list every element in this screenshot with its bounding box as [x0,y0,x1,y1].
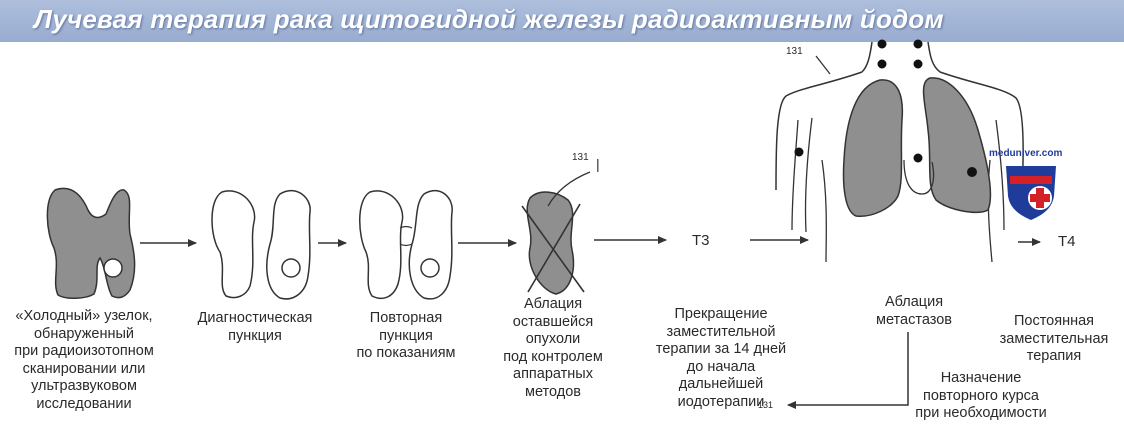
iodine-marker-footnote: 131 [758,400,774,410]
iodine-marker-ablation: 131 [572,152,589,163]
iodine-marker-body: 131 [786,46,803,57]
body-metastasis-figure [775,39,1024,263]
nodule-circle [281,258,301,278]
thyroid-repeat-puncture-figure [359,189,453,300]
step-label-ablation-remaining: Аблация оставшейся опухоли под контролем… [503,296,603,400]
thyroid-cold-nodule-figure [46,187,136,299]
feedback-line [787,332,909,409]
title-banner: Лучевая терапия рака щитовидной железы р… [0,0,1124,42]
step-label-permanent-replacement: Постоянная заместительная терапия [999,313,1109,364]
step-label-repeat-puncture: Повторная пункция по показаниям [356,310,456,361]
thyroid-ablation-figure [521,171,591,295]
watermark-text: meduniver.com [989,148,1063,159]
step-label-stop-replacement: Прекращение заместительной терапии за 14… [655,306,787,410]
step-label-diagnostic-puncture: Диагностическая пункция [197,310,313,344]
page-title: Лучевая терапия рака щитовидной железы р… [34,4,944,34]
step-label-metastasis-ablation: Аблация метастазов [876,294,952,328]
nodule-circle [420,258,440,278]
meduniver-logo-icon [1006,166,1056,220]
step-label-repeat-course: Назначение повторного курса при необходи… [915,370,1047,421]
cold-nodule-circle [103,258,123,278]
thyroid-diagnostic-figure [211,189,311,300]
step-label-cold-nodule: «Холодный» узелок, обнаруженный при ради… [14,308,154,412]
t4-label: T4 [1058,233,1076,250]
t3-label: T3 [692,232,710,249]
iodine-bar-ablation: | [596,156,600,172]
